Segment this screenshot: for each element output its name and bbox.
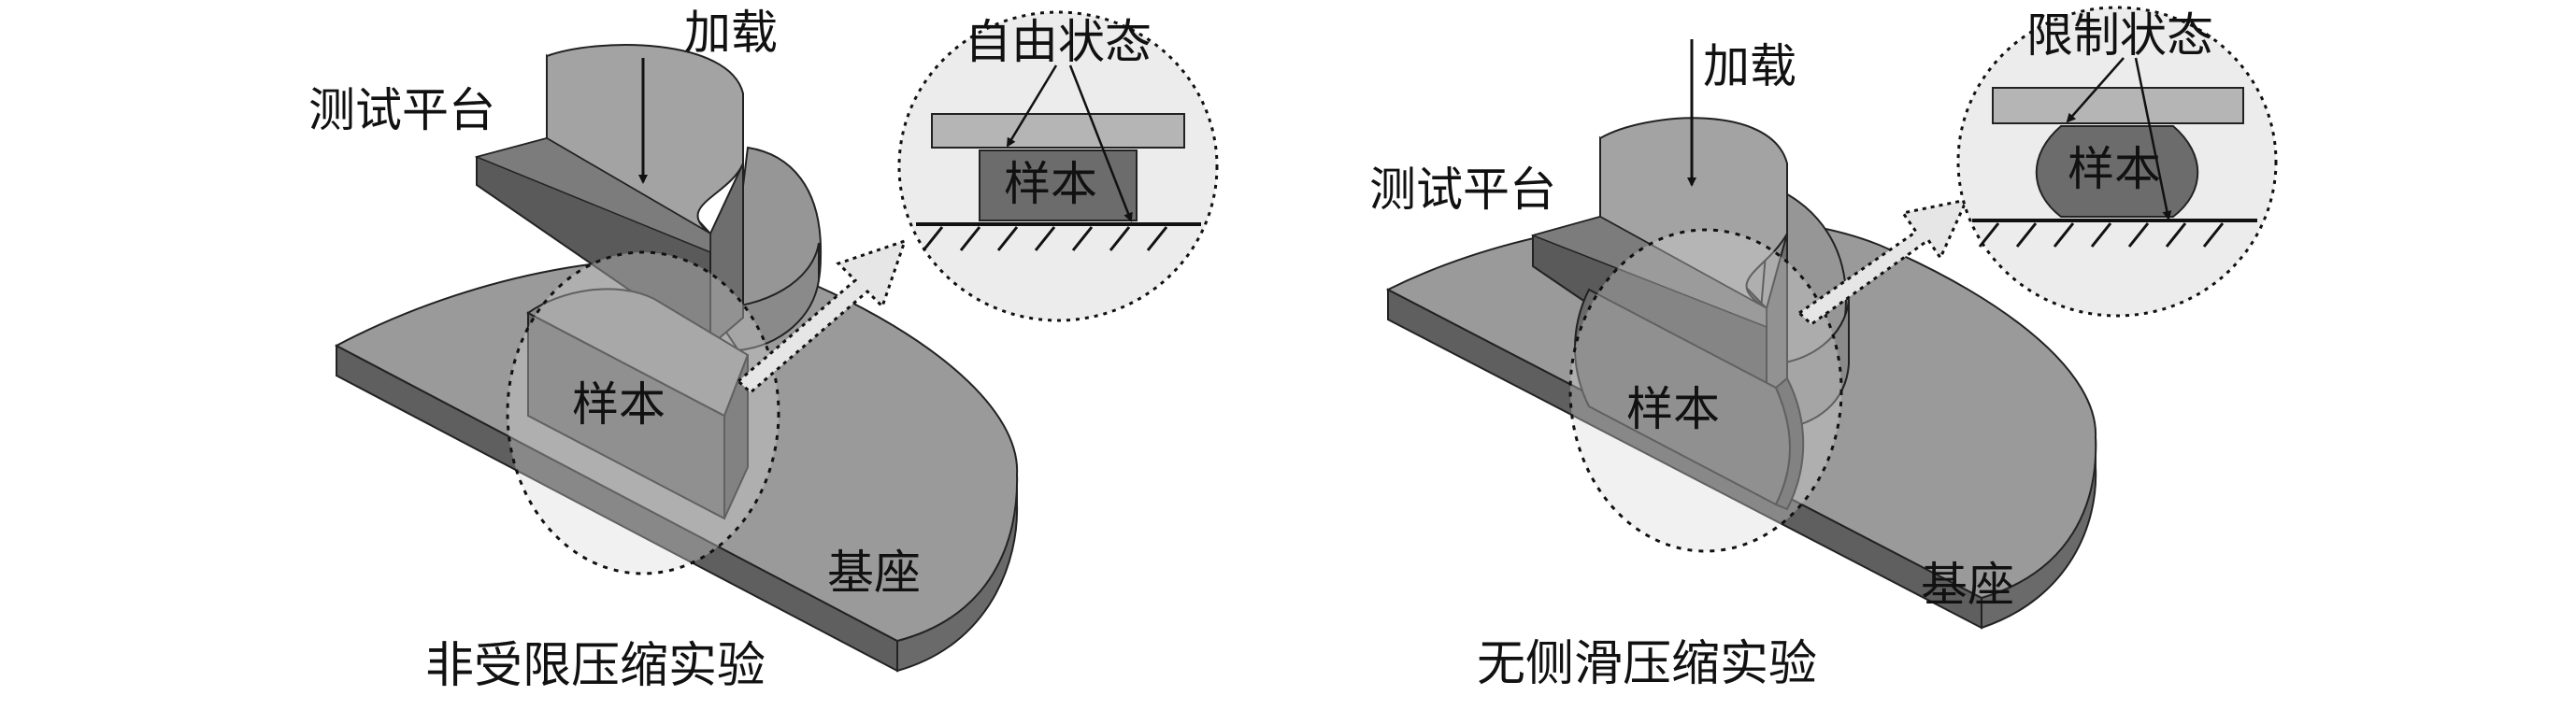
right-sample-label: 样本 <box>1626 382 1720 436</box>
right-panel: 限制状态 样本 加载 测试平台 样本 基座 无侧滑压缩实验 <box>1369 6 2278 692</box>
right-inset-hatching <box>1978 222 2225 248</box>
right-platform-label: 测试平台 <box>1369 163 1556 217</box>
right-sample-block <box>1574 288 1805 511</box>
right-zoom-arrow <box>1796 197 1969 326</box>
left-zoom-arrow <box>736 238 908 395</box>
right-caption: 无侧滑压缩实验 <box>1477 636 1817 692</box>
right-state-label: 限制状态 <box>2026 8 2213 63</box>
left-base-label: 基座 <box>827 546 921 600</box>
left-sample-label: 样本 <box>572 377 665 432</box>
left-inset: 自由状态 样本 <box>897 10 1219 322</box>
left-inset-hatching <box>922 226 1168 251</box>
right-inset-sample-label: 样本 <box>2068 142 2161 196</box>
left-sample-highlight <box>506 250 780 575</box>
right-sample-highlight <box>1568 228 1843 553</box>
left-state-pointer-bottom <box>1068 64 1133 222</box>
left-panel: 自由状态 样本 加载 测试平台 样本 基座 非受限压缩实验 <box>308 6 1219 694</box>
right-inset-sample <box>2035 125 2199 218</box>
left-inset-sample-label: 样本 <box>1004 157 1097 211</box>
right-state-pointer-top <box>2066 57 2125 123</box>
right-state-pointer-bottom <box>2134 57 2172 220</box>
left-loading-label: 加载 <box>684 6 778 60</box>
right-inset-top-plate <box>1992 87 2244 124</box>
left-inset-sample <box>979 149 1138 221</box>
left-test-platform <box>474 44 823 352</box>
left-state-label: 自由状态 <box>965 15 1152 69</box>
right-base-label: 基座 <box>1921 558 2014 612</box>
left-inset-top-plate <box>931 113 1185 149</box>
left-state-pointer-top <box>1006 64 1058 148</box>
right-test-platform <box>1530 117 1850 432</box>
left-caption: 非受限压缩实验 <box>425 638 766 694</box>
right-loading-label: 加载 <box>1703 39 1796 93</box>
right-inset: 限制状态 样本 <box>1956 6 2278 318</box>
left-platform-label: 测试平台 <box>308 83 495 137</box>
left-sample-block <box>526 288 750 520</box>
